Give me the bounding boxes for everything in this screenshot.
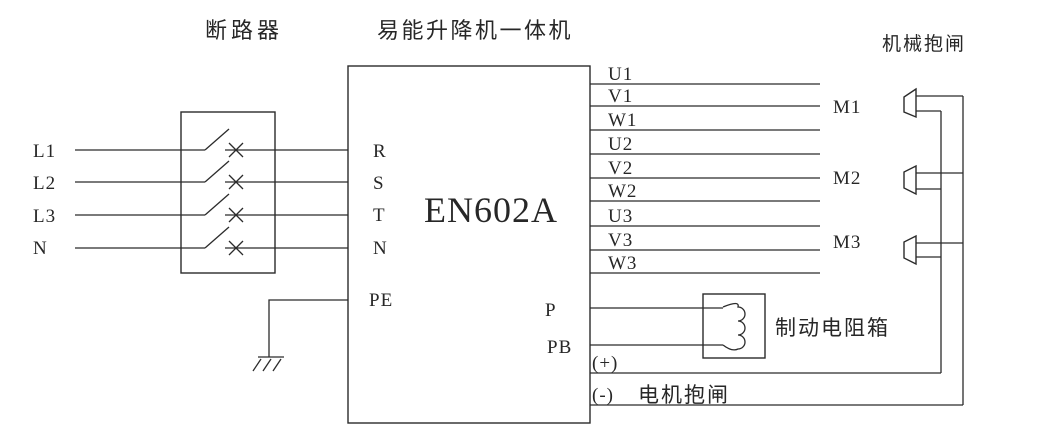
mechanical-brake-m2 (903, 164, 963, 196)
breaker-title: 断路器 (205, 18, 283, 43)
breaker-cross-icon (228, 142, 244, 158)
brake-resistor-label: 制动电阻箱 (775, 316, 890, 340)
breaker-cross-icon (228, 174, 244, 190)
brake-horn-icon (903, 234, 917, 266)
resistor-box (702, 293, 766, 359)
terminal-t: T (373, 205, 386, 226)
output-label-u1: U1 (608, 64, 633, 85)
dc-plus-label: (+) (592, 353, 618, 374)
breaker-cross-icon (228, 207, 244, 223)
motor-brake-label: 电机抱闸 (638, 383, 730, 407)
pe-ground-branch (252, 299, 348, 372)
output-label-v1: V1 (608, 86, 633, 107)
terminal-r: R (373, 141, 387, 162)
breaker-switch-n (75, 226, 348, 256)
input-label-l3: L3 (33, 206, 56, 227)
output-label-u2: U2 (608, 134, 633, 155)
drive-model-label: EN602A (424, 190, 558, 230)
brake-horn-icon (903, 164, 917, 196)
ground-icon (252, 356, 284, 372)
dc-bus-negative (590, 96, 964, 406)
output-terminal-labels: U1 V1 W1 U2 V2 W2 U3 V3 W3 (608, 64, 637, 274)
input-labels: L1 L2 L3 N (33, 141, 56, 259)
motor-label-m1: M1 (833, 97, 861, 118)
breaker-switch-l1 (75, 128, 348, 158)
motor-labels: M1 M2 M3 (833, 97, 861, 253)
output-label-w3: W3 (608, 253, 637, 274)
mechanical-brake-title: 机械抱闸 (882, 33, 966, 55)
brake-terminal-labels: P PB (545, 300, 572, 358)
terminal-pb: PB (547, 337, 572, 358)
output-label-u3: U3 (608, 206, 633, 227)
terminal-n: N (373, 238, 388, 259)
dc-minus-label: (-) (592, 385, 614, 406)
motor-label-m3: M3 (833, 232, 861, 253)
mechanical-brake-m1 (903, 87, 963, 119)
motor-label-m2: M2 (833, 168, 861, 189)
breaker-switch-l2 (75, 160, 348, 190)
terminal-pe: PE (369, 290, 393, 311)
brake-resistor-circuit (590, 293, 766, 359)
terminal-s: S (373, 173, 385, 194)
output-label-v3: V3 (608, 230, 633, 251)
output-label-w1: W1 (608, 110, 637, 131)
dc-bus-positive (590, 111, 942, 374)
input-label-l1: L1 (33, 141, 56, 162)
output-label-v2: V2 (608, 158, 633, 179)
input-label-n: N (33, 238, 48, 259)
machine-title: 易能升降机一体机 (377, 18, 573, 43)
input-label-l2: L2 (33, 173, 56, 194)
breaker-box (180, 111, 276, 274)
terminal-p: P (545, 300, 557, 321)
breaker-switch-l3 (75, 193, 348, 223)
drive-box (347, 65, 591, 424)
resistor-coil-icon (722, 302, 746, 351)
output-wires (590, 83, 820, 274)
breaker-cross-icon (228, 240, 244, 256)
brake-horn-icon (903, 87, 917, 119)
drive-input-terminal-labels: R S T N PE (369, 141, 393, 311)
output-label-w2: W2 (608, 181, 637, 202)
mechanical-brake-m3 (903, 234, 963, 266)
